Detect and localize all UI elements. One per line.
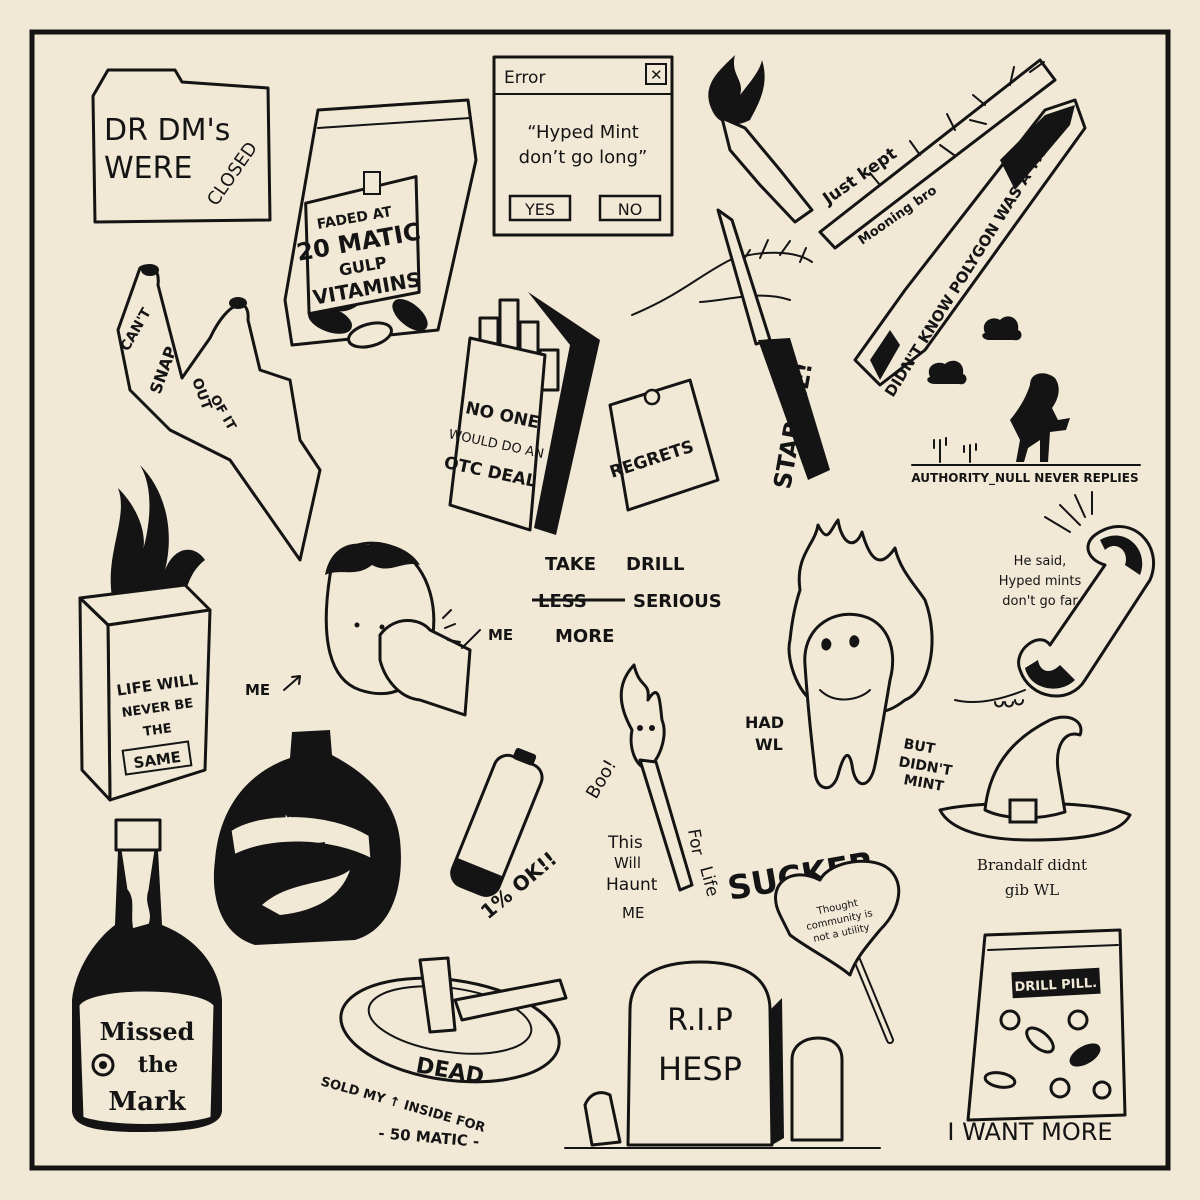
dialog-message-line1: “Hyped Mint xyxy=(527,122,639,143)
no-button-label: NO xyxy=(618,200,643,219)
match-this: This xyxy=(607,833,643,853)
folder-line2: WERE xyxy=(104,151,192,186)
guilt-flask: ★★★ GUILT xyxy=(213,730,401,945)
wizard-hat: Brandalf didnt gib WL xyxy=(938,715,1132,899)
folder-line1: DR DM's xyxy=(104,113,230,148)
phone-line2: Hyped mints xyxy=(999,574,1082,589)
burning-pack: LIFE WILL NEVER BE THE SAME xyxy=(78,465,212,802)
buckle-icon xyxy=(1008,798,1038,824)
me-right: ME xyxy=(488,626,513,644)
phone-line1: He said, xyxy=(1014,554,1067,569)
regrets-note: REGRETS xyxy=(607,378,720,512)
snapping-hand: CAN'T SNAP OUT OF IT xyxy=(116,264,322,562)
flaming-hand xyxy=(708,55,814,224)
smiley-right3: MINT xyxy=(902,772,945,795)
smiley-left2: WL xyxy=(755,735,783,754)
ashtray: DEAD SOLD MY ↑ INSIDE FOR - 50 MATIC - xyxy=(319,956,568,1151)
dino-caption: AUTHORITY_NULL NEVER REPLIES xyxy=(911,471,1138,486)
phone-line3: don't go far xyxy=(1002,594,1078,609)
bottle-line2: the xyxy=(138,1052,178,1078)
grave-line2: HESP xyxy=(658,1050,742,1088)
cigarette-pack: NO ONE WOULD DO AN OTC DEAL xyxy=(442,292,600,535)
grave-line1: R.I.P xyxy=(667,1003,733,1038)
sheet-border xyxy=(29,29,1171,1171)
match-for: For xyxy=(683,827,707,857)
smiley-left1: HAD xyxy=(745,713,784,732)
drill-more: MORE xyxy=(555,626,614,647)
match-will: Will xyxy=(614,854,641,872)
drill-pill-bag: DRILL PILL. I WANT MORE xyxy=(947,928,1127,1146)
melting-smiley: HAD WL BUT DIDN'T MINT xyxy=(745,518,954,795)
wizard-line2: gib WL xyxy=(1005,881,1059,899)
telephone-handset: He said, Hyped mints don't go far xyxy=(954,491,1156,708)
bottle-line1: Missed xyxy=(100,1017,195,1046)
cloud-icon xyxy=(982,316,1022,341)
match-me: ME xyxy=(622,904,644,922)
close-icon: ✕ xyxy=(650,66,663,84)
sucker-lollipop: SUCKER Thought community is not a utilit… xyxy=(725,844,901,1044)
yes-button[interactable] xyxy=(508,194,572,222)
pack-line3: THE xyxy=(142,721,172,740)
pill-bag-caption: I WANT MORE xyxy=(947,1118,1112,1146)
burning-match: Boo! This Will Haunt ME For Life xyxy=(582,663,722,922)
tombstone: R.I.P HESP xyxy=(564,960,881,1149)
vitamin-bag: FADED AT 20 MATIC GULP VITAMINS xyxy=(283,98,478,349)
drill-take: TAKE xyxy=(545,554,596,575)
wizard-line1: Brandalf didnt xyxy=(977,856,1087,874)
smiley-right1: BUT xyxy=(902,736,936,757)
me-left: ME xyxy=(245,681,270,699)
yes-button-label: YES xyxy=(524,200,555,219)
dino-scene: AUTHORITY_NULL NEVER REPLIES xyxy=(911,316,1141,486)
self-punch: ME ME xyxy=(245,541,513,717)
pill-icon xyxy=(983,1009,1112,1100)
drill-drill: DRILL xyxy=(626,554,684,575)
battery: 1% OK!! xyxy=(450,747,561,924)
dialog-message-line2: don’t go long” xyxy=(519,147,648,168)
closed-folder: DR DM's WERE CLOSED xyxy=(91,68,272,224)
target-icon xyxy=(91,1053,115,1077)
swallow-icon xyxy=(262,870,350,915)
error-dialog: Error ✕ “Hyped Mint don’t go long” YES N… xyxy=(492,55,674,237)
close-button[interactable] xyxy=(645,63,667,85)
dinosaur-icon xyxy=(1010,373,1070,462)
pill-bag-label: DRILL PILL. xyxy=(1014,976,1097,995)
dialog-title: Error xyxy=(504,68,545,88)
whiskey-bottle: Missed the Mark xyxy=(72,818,222,1132)
match-haunt: Haunt xyxy=(606,875,658,895)
pin-icon xyxy=(643,388,661,406)
match-boo: Boo! xyxy=(582,756,621,803)
take-drill-text: TAKE DRILL LESS SERIOUS MORE xyxy=(532,554,722,647)
bottle-line3: Mark xyxy=(108,1087,186,1117)
match-life: Life xyxy=(695,864,722,899)
drill-serious: SERIOUS xyxy=(633,591,722,612)
no-button[interactable] xyxy=(598,194,662,222)
